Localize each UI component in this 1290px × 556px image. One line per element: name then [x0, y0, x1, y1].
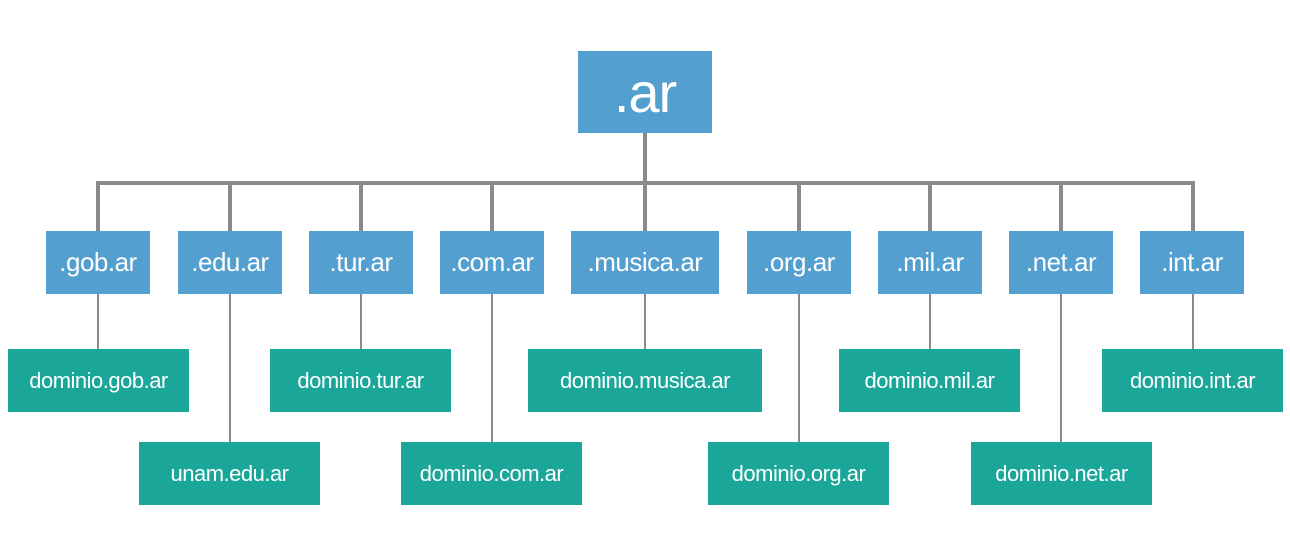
drop-connector [1191, 181, 1195, 231]
child-connector [929, 294, 931, 349]
example-domain-node: dominio.musica.ar [528, 349, 762, 412]
example-domain-node: unam.edu.ar [139, 442, 320, 505]
child-connector [97, 294, 99, 349]
child-connector [360, 294, 362, 349]
drop-connector [359, 181, 363, 231]
subdomain-node: .org.ar [747, 231, 851, 294]
drop-connector [797, 181, 801, 231]
example-domain-node: dominio.net.ar [971, 442, 1152, 505]
drop-connector [928, 181, 932, 231]
subdomain-node: .int.ar [1140, 231, 1244, 294]
example-domain-node: dominio.int.ar [1102, 349, 1283, 412]
example-domain-node: dominio.gob.ar [8, 349, 189, 412]
subdomain-node: .tur.ar [309, 231, 413, 294]
example-domain-node: dominio.org.ar [708, 442, 889, 505]
drop-connector [96, 181, 100, 231]
child-connector [491, 294, 493, 442]
root-connector [643, 133, 647, 185]
drop-connector [643, 181, 647, 231]
child-connector [1192, 294, 1194, 349]
child-connector [1060, 294, 1062, 442]
example-domain-node: dominio.tur.ar [270, 349, 451, 412]
example-domain-node: dominio.mil.ar [839, 349, 1020, 412]
child-connector [644, 294, 646, 349]
child-connector [229, 294, 231, 442]
subdomain-node: .net.ar [1009, 231, 1113, 294]
root-domain-node: .ar [578, 51, 712, 133]
subdomain-node: .musica.ar [571, 231, 719, 294]
subdomain-node: .com.ar [440, 231, 544, 294]
drop-connector [490, 181, 494, 231]
drop-connector [228, 181, 232, 231]
subdomain-node: .gob.ar [46, 231, 150, 294]
example-domain-node: dominio.com.ar [401, 442, 582, 505]
child-connector [798, 294, 800, 442]
drop-connector [1059, 181, 1063, 231]
subdomain-node: .mil.ar [878, 231, 982, 294]
subdomain-node: .edu.ar [178, 231, 282, 294]
